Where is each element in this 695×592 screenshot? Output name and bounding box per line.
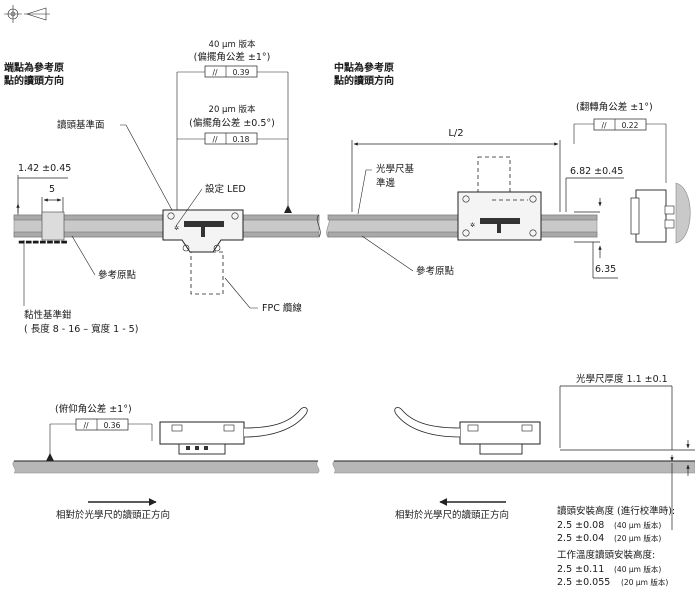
adhesive-clamp-size: ( 長度 8 - 16 – 寬度 1 - 5) <box>24 323 138 335</box>
working-height-title: 工作溫度讀頭安裝高度: <box>557 549 655 561</box>
dim-635-label: 6.35 <box>595 264 616 275</box>
mount-hole-icon <box>529 195 537 203</box>
mount-height-40-version: (40 µm 版本) <box>614 520 661 530</box>
end-ref-title-line1: 端點為參考原 <box>4 61 64 74</box>
readhead-datum-leader <box>120 124 173 211</box>
mount-height-20-version: (20 µm 版本) <box>614 533 661 543</box>
fpc-cable-label: FPC 纜線 <box>262 302 302 314</box>
readhead-side-right <box>459 421 541 455</box>
ref-mark-leader-right <box>361 235 414 272</box>
tol20-frame: // 0.18 <box>204 132 258 145</box>
substrate-right <box>332 460 695 474</box>
first-angle-projection-symbol <box>4 5 50 23</box>
mount-hole-icon <box>462 229 470 237</box>
end-ref-title-line2: 點的讀頭方向 <box>3 74 64 87</box>
substrate-left <box>12 460 320 474</box>
scale-edge-label-line1: 光學尺基 <box>376 163 415 175</box>
readhead-top-right: ✲ <box>457 191 542 241</box>
scale-marking-text: ▬▬▬▬▬▬▬ <box>18 237 68 246</box>
mid-ref-title-line1: 中點為參考原 <box>334 61 394 74</box>
mid-ref-title-line2: 點的讀頭方向 <box>333 74 394 87</box>
tol20-value: 0.18 <box>233 135 250 144</box>
readhead-datum-label: 讀頭基準面 <box>57 119 105 131</box>
tol20-yaw-label: (偏擺角公差 ±0.5°) <box>189 117 275 129</box>
readhead-side-profile <box>630 182 691 244</box>
pitch-tol-label: (俯仰角公差 ±1°) <box>55 403 132 415</box>
ref-mark-label-right: 參考原點 <box>416 265 455 277</box>
cable-left <box>243 407 308 438</box>
scale-edge-leader <box>357 169 372 215</box>
direction-label-left: 相對於光學尺的讀頭正方向 <box>56 509 170 521</box>
dim-offset-label: 1.42 ±0.45 <box>18 163 71 174</box>
mount-hole-icon <box>462 195 470 203</box>
ref-mark-leader-left <box>71 235 96 276</box>
led-window-icon: ✲ <box>174 225 179 232</box>
datum-triangle <box>284 205 292 213</box>
setup-led-label: 設定 LED <box>205 183 246 195</box>
roll-tol-frame: // 0.22 <box>593 118 647 131</box>
parallelism-symbol: // <box>83 421 89 430</box>
tol40-frame: // 0.39 <box>204 65 258 78</box>
dim-682-label: 6.82 ±0.45 <box>570 166 623 177</box>
mount-height-20-value: 2.5 ±0.04 <box>557 533 604 544</box>
setup-led-leader <box>175 188 203 227</box>
mount-hole-icon <box>529 229 537 237</box>
optical-window <box>184 221 224 227</box>
ref-mark-label-left: 參考原點 <box>98 269 137 281</box>
readhead-side-left <box>159 421 245 455</box>
led-window-icon: ✲ <box>470 222 475 229</box>
working-height-20-value: 2.5 ±0.055 <box>557 577 610 588</box>
mount-height-40-value: 2.5 ±0.08 <box>557 520 604 531</box>
mount-hole-icon <box>182 244 190 252</box>
half-length-label: L/2 <box>448 128 463 139</box>
adhesive-clamp-label: 黏性基準鉗 <box>24 309 72 321</box>
tol20-version-label: 20 µm 版本 <box>209 104 256 115</box>
roll-tol-value: 0.22 <box>622 121 639 130</box>
tol40-value: 0.39 <box>233 68 250 77</box>
tol40-version-label: 40 µm 版本 <box>209 39 256 50</box>
working-height-20-version: (20 µm 版本) <box>621 577 668 587</box>
fpc-cable-outline <box>190 251 224 295</box>
optical-window <box>480 218 520 224</box>
mount-hole-icon <box>231 212 239 220</box>
parallelism-symbol: // <box>601 121 607 130</box>
adhesive-clamp-left <box>41 211 65 241</box>
working-height-40-value: 2.5 ±0.11 <box>557 564 604 575</box>
pitch-tol-value: 0.36 <box>104 421 121 430</box>
readhead-top-left: ✲ <box>162 209 244 253</box>
scale-thickness-label: 光學尺厚度 1.1 ±0.1 <box>576 373 668 385</box>
mount-hole-icon <box>167 212 175 220</box>
mount-height-title: 讀頭安裝高度 (進行校準時): <box>557 505 675 517</box>
pitch-tol-frame: // 0.36 <box>75 418 129 431</box>
scale-edge-label-line2: 準邊 <box>376 177 396 189</box>
dim-5-label: 5 <box>49 184 55 195</box>
parallelism-symbol: // <box>212 68 218 77</box>
roll-tol-label: (翻轉角公差 ±1°) <box>576 101 653 113</box>
parallelism-symbol: // <box>212 135 218 144</box>
working-height-40-version: (40 µm 版本) <box>614 564 661 574</box>
mount-hole-icon <box>213 244 221 252</box>
direction-label-right: 相對於光學尺的讀頭正方向 <box>395 509 509 521</box>
cable-right <box>394 407 461 438</box>
tol40-yaw-label: (偏擺角公差 ±1°) <box>194 51 271 63</box>
datum-triangle <box>46 453 54 461</box>
fpc-cable-leader <box>224 277 258 309</box>
fpc-cable-outline <box>477 156 511 193</box>
